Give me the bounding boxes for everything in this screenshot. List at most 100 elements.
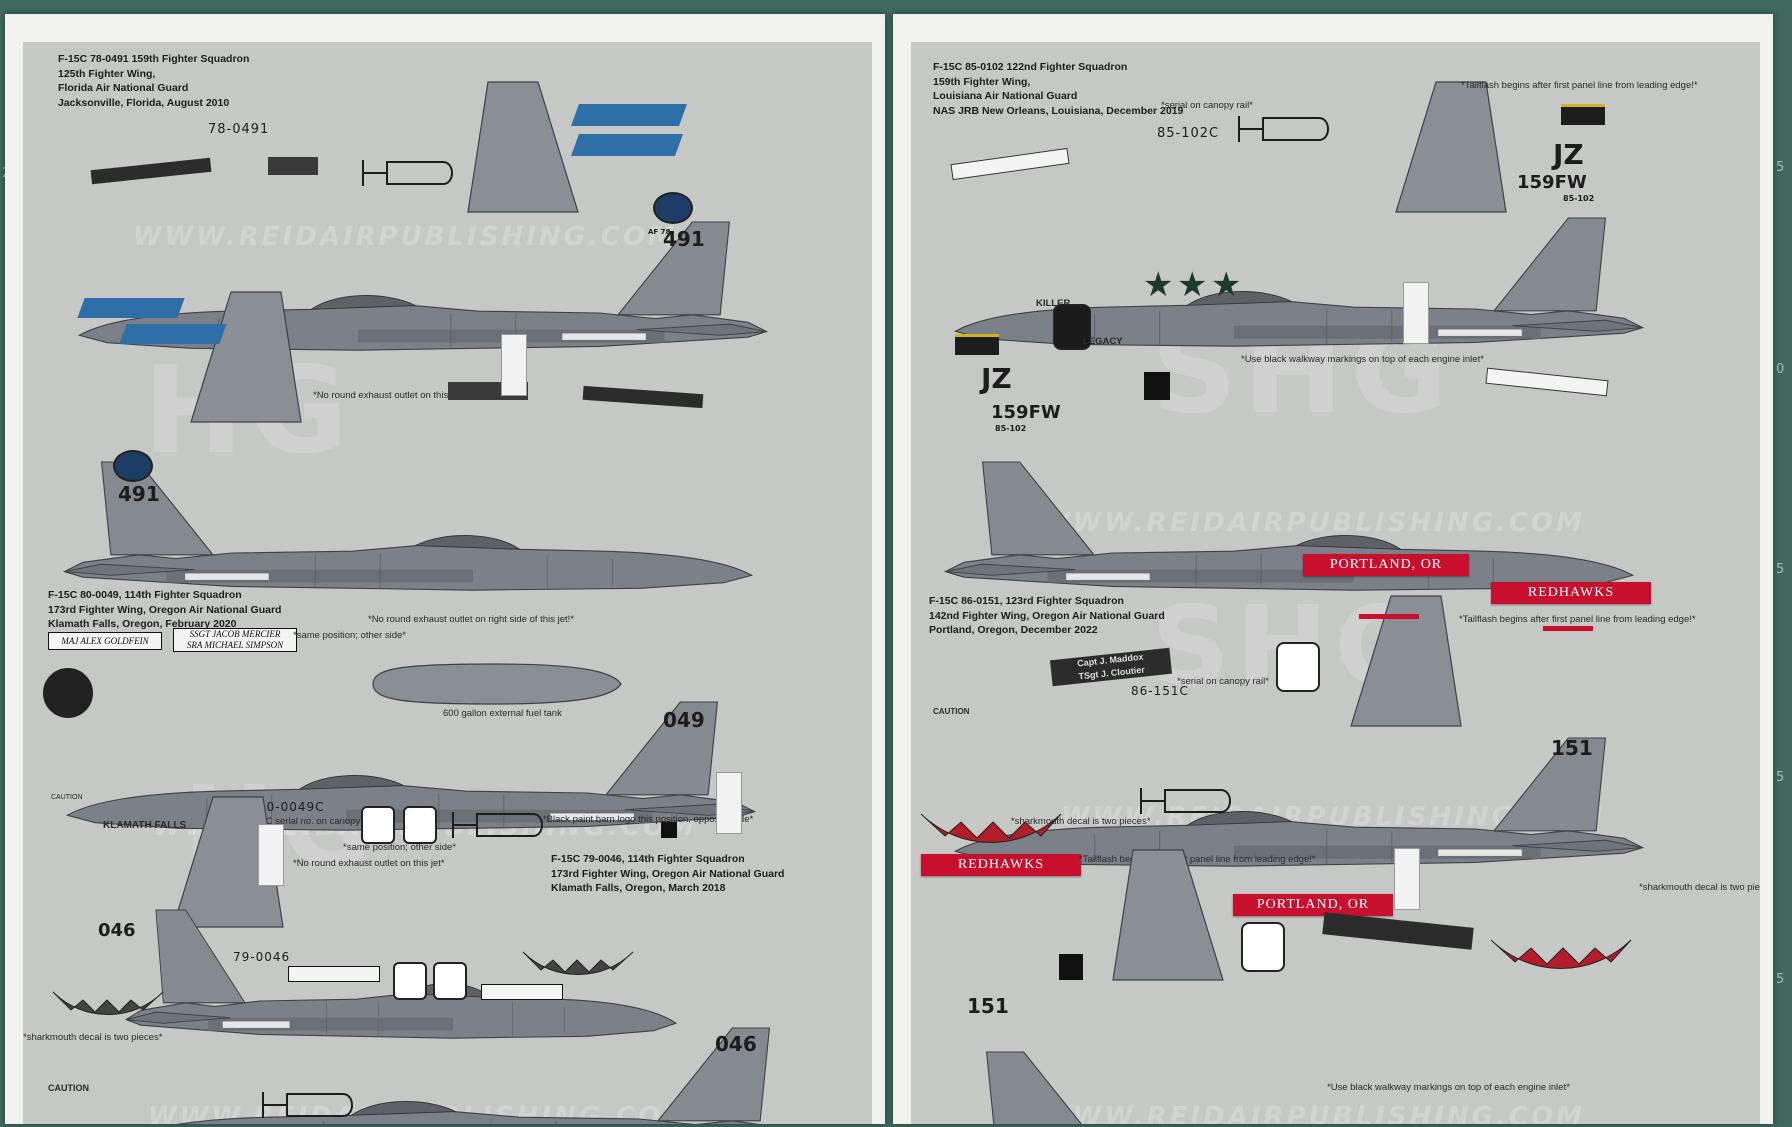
antenna-key-decal xyxy=(1140,787,1231,815)
fuel-tank-label: 600 gallon external fuel tank xyxy=(443,708,562,719)
killer-text: KILLER xyxy=(1036,298,1071,309)
profile-caption: F-15C 80-0049, 114th Fighter Squadron 17… xyxy=(48,589,282,630)
decal-sheet-right: SHG SHG WWW.REIDAIRPUBLISHING.COM WWW.RE… xyxy=(893,14,1773,1124)
mat-mark: 0 xyxy=(1776,362,1785,377)
watermark-url: WWW.REIDAIRPUBLISHING.COM xyxy=(1041,1102,1585,1124)
note-text: *Black paint barn logo this position, op… xyxy=(543,814,754,825)
serial-text: 86-151C xyxy=(1131,684,1189,698)
note-text: *Tailflash begins after first panel line… xyxy=(1079,854,1316,865)
redhawks-banner: REDHAWKS xyxy=(921,854,1081,876)
note-text: *serial on canopy rail* xyxy=(1161,100,1253,111)
redhawks-banner: REDHAWKS xyxy=(1491,582,1651,604)
antenna-key-decal xyxy=(362,159,453,187)
blue-stripe-decal xyxy=(570,134,684,156)
tailflash-decal xyxy=(1359,614,1419,619)
antenna-key-decal xyxy=(1238,115,1329,143)
nameplate-decal xyxy=(1485,367,1609,397)
tailflash-decal xyxy=(1543,626,1593,631)
note-text: *A/C serial no. on canopy frame* xyxy=(253,816,391,827)
serial-strip-decal xyxy=(501,334,527,396)
nameplate-decal xyxy=(950,147,1070,181)
tail-code: 491 xyxy=(663,227,705,251)
fin-text: KLAMATH FALLS xyxy=(103,820,187,831)
wing-emblem xyxy=(433,962,467,1000)
mat-mark: 5 xyxy=(1776,770,1785,785)
note-text: *Use black walkway markings on top of ea… xyxy=(1241,354,1484,365)
kill-star: ★ xyxy=(1211,266,1242,304)
portland-banner: PORTLAND, OR xyxy=(1303,554,1469,576)
tail-fin-decal xyxy=(190,291,302,423)
decal-sheet-left: HG HG WWW.REIDAIRPUBLISHING.COM WWW.REID… xyxy=(5,14,885,1124)
wing-emblem xyxy=(1276,642,1320,692)
serial-text: 79-0046 xyxy=(233,950,291,964)
state-outline-decal xyxy=(1059,954,1083,980)
profile-caption: F-15C 78-0491 159th Fighter Squadron 125… xyxy=(58,53,250,109)
serial-text: 80-0049C xyxy=(258,800,325,814)
tail-fin-decal xyxy=(1395,81,1507,213)
fuel-tank-decal xyxy=(372,663,622,705)
tail-letters: JZ xyxy=(1553,138,1584,171)
serial-strip-decal xyxy=(1394,848,1420,910)
sharkmouth-decal xyxy=(1490,939,1632,969)
note-text: *No round exhaust outlet on right side o… xyxy=(368,614,574,625)
serial-strip-decal xyxy=(716,772,742,834)
tail-small: 85-102 xyxy=(1563,194,1595,203)
print-area: SHG SHG WWW.REIDAIRPUBLISHING.COM WWW.RE… xyxy=(911,42,1760,1124)
profile-caption: F-15C 79-0046, 114th Fighter Squadron 17… xyxy=(551,853,785,894)
killer-legacy-emblem xyxy=(1053,304,1091,350)
wing-emblem xyxy=(1241,922,1285,972)
antenna-key-decal xyxy=(262,1091,353,1119)
serial-text: 78-0491 xyxy=(208,122,270,137)
sharkmouth-decal xyxy=(920,813,1062,843)
note-text: *same position; other side* xyxy=(293,630,407,641)
blue-stripe-decal xyxy=(570,104,688,126)
note-text: *Tailflash begins after first panel line… xyxy=(1459,614,1696,625)
caution-text: CAUTION xyxy=(51,794,83,801)
sharkmouth-note: *sharkmouth decal is two pieces* xyxy=(1011,816,1151,827)
nameplate-decal: SSGT JACOB MERCIER SRA MICHAEL SIMPSON xyxy=(173,628,297,652)
nameplate-decal: MAJ ALEX GOLDFEIN xyxy=(48,632,162,650)
mat-mark: 5 xyxy=(1776,160,1785,175)
sharkmouth-note: *sharkmouth decal is two pieces* xyxy=(23,1032,163,1043)
kill-star: ★ xyxy=(1143,266,1174,304)
serial-strip-decal xyxy=(258,824,284,886)
wing-emblem xyxy=(361,806,395,844)
tail-prefix: AF 78 xyxy=(648,228,671,236)
caution-text: CAUTION xyxy=(933,707,970,716)
tail-code: 151 xyxy=(1551,736,1593,760)
note-text: *No round exhaust outlet on this jet!* xyxy=(313,390,468,401)
wing-emblem xyxy=(403,806,437,844)
sharkmouth-note: *sharkmouth decal is two pieces* xyxy=(1639,882,1760,893)
note-text: *Use black walkway markings on top of ea… xyxy=(1327,1082,1570,1093)
mat-mark: 5 xyxy=(1776,562,1785,577)
nameplate-decal xyxy=(288,966,380,982)
serial-text: 85-102C xyxy=(1157,126,1220,141)
wing-emblem xyxy=(393,962,427,1000)
barn-logo-decal xyxy=(661,822,677,838)
tailflash-decal xyxy=(955,334,999,355)
profile-caption: F-15C 85-0102 122nd Fighter Squadron 159… xyxy=(933,61,1184,117)
jet-profile xyxy=(954,217,1644,347)
note-text: *same position; other side* xyxy=(343,842,457,853)
tailflash-decal xyxy=(1561,104,1605,125)
tail-code: 046 xyxy=(98,920,136,941)
blue-stripe-decal xyxy=(77,298,185,318)
portland-banner: PORTLAND, OR xyxy=(1233,894,1393,916)
profile-caption: F-15C 86-0151, 123rd Fighter Squadron 14… xyxy=(929,595,1165,636)
sharkmouth-decal xyxy=(52,991,164,1015)
tail-fin-decal xyxy=(467,81,579,213)
caution-text: CAUTION xyxy=(48,1083,89,1093)
watermark-url: WWW.REIDAIRPUBLISHING.COM xyxy=(1041,508,1585,538)
state-outline-decal xyxy=(1144,372,1170,400)
kill-star: ★ xyxy=(1177,266,1208,304)
squadron-emblem xyxy=(113,450,153,482)
squadron-emblem xyxy=(43,668,93,718)
legacy-text: LEGACY xyxy=(1083,336,1123,347)
watermark-url: WWW.REIDAIRPUBLISHING.COM xyxy=(133,222,677,252)
mat-mark: 5 xyxy=(1776,972,1785,987)
squadron-emblem xyxy=(653,192,693,224)
tail-small: 85-102 xyxy=(995,424,1027,433)
tail-code: 151 xyxy=(967,994,1009,1018)
tail-code: 049 xyxy=(663,708,705,732)
intake-warning-decal xyxy=(268,157,318,175)
